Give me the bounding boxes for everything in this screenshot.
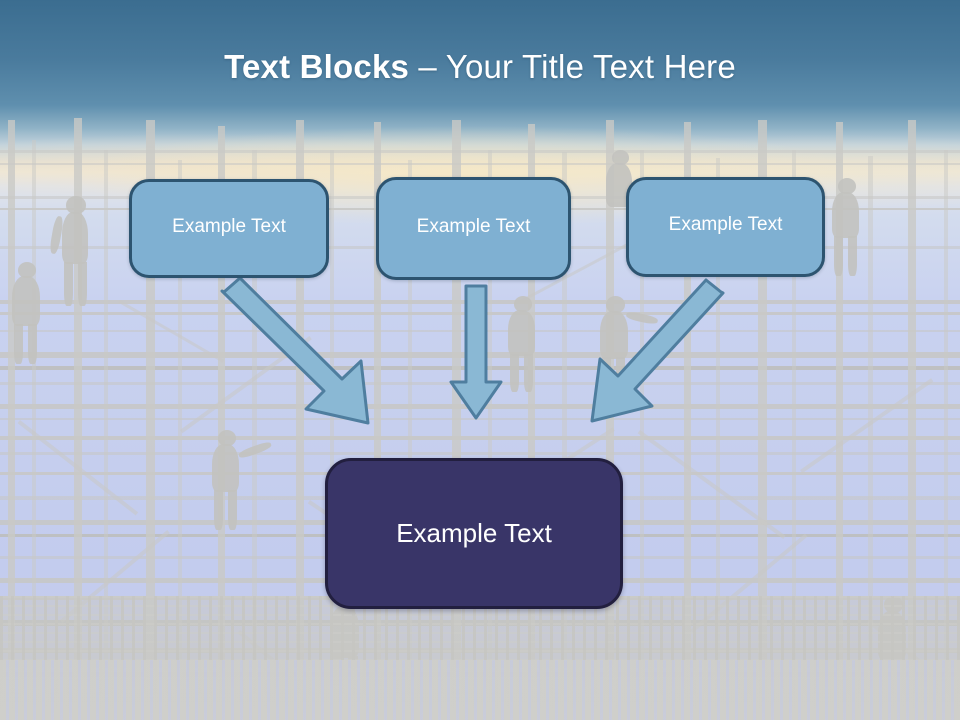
arrow-left-diagonal xyxy=(220,276,370,425)
text-block-2-label: Example Text xyxy=(416,215,531,237)
arrow-right-diagonal xyxy=(590,278,725,423)
page-title-rest: Your Title Text Here xyxy=(445,48,736,85)
main-text-block-label: Example Text xyxy=(396,518,552,548)
page-title: Text Blocks – Your Title Text Here xyxy=(0,48,960,86)
arrow-middle-vertical xyxy=(449,284,503,420)
text-block-1-label: Example Text xyxy=(172,215,286,237)
main-text-block[interactable]: Example Text xyxy=(325,458,623,609)
background-scaffold-clutter-lower xyxy=(0,660,960,720)
text-block-1[interactable]: Example Text xyxy=(129,179,329,278)
page-title-bold: Text Blocks xyxy=(224,48,410,85)
text-block-2[interactable]: Example Text xyxy=(376,177,571,280)
text-block-3-label: Example Text xyxy=(668,214,783,235)
page-title-separator: – xyxy=(409,48,446,85)
text-block-3[interactable]: Example Text xyxy=(626,177,825,277)
